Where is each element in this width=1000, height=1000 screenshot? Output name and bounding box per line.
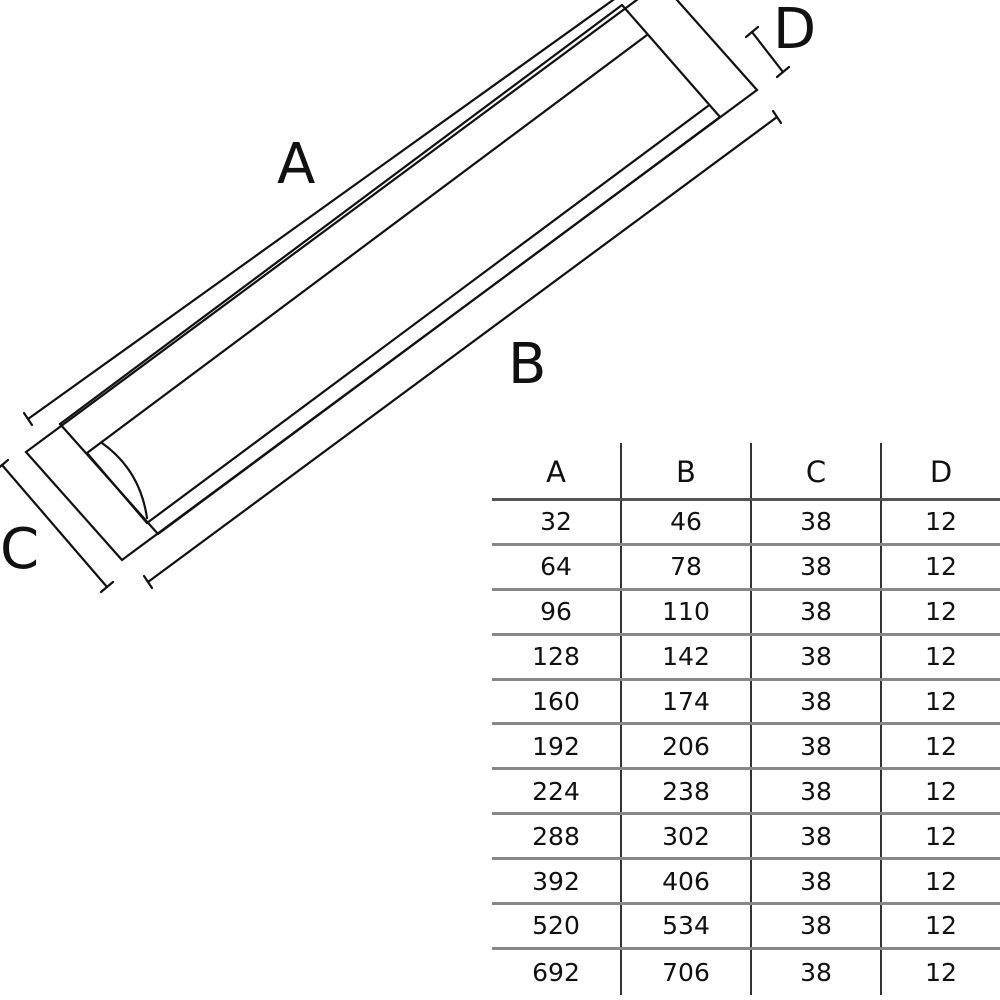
table-header: A B C D [492, 443, 1000, 501]
table-cell-b: 206 [622, 725, 752, 768]
header-b: B [622, 443, 752, 498]
dimension-b-line [142, 109, 783, 590]
table-cell-b: 110 [622, 590, 752, 633]
dimension-b-label: B [508, 332, 547, 397]
table-cell-d: 12 [925, 957, 957, 987]
table-cell-b: 78 [622, 545, 752, 588]
table-cell-c: 38 [752, 725, 882, 768]
header-a: A [492, 443, 622, 498]
dimension-a-label: A [277, 132, 316, 197]
table-cell-d: 12 [925, 687, 957, 716]
table-cell-a: 520 [492, 905, 622, 947]
dimension-a-line [22, 0, 615, 427]
table-cell-c: 38 [752, 501, 882, 543]
dimension-d-label: D [773, 0, 817, 62]
table-cell-c: 38 [752, 590, 882, 633]
table-cell-c: 38 [752, 949, 882, 995]
base-plate-outline [24, 0, 759, 562]
table-cell-a: 128 [492, 635, 622, 678]
table-cell-b: 142 [622, 635, 752, 678]
table-cell-d: 12 [925, 866, 957, 896]
table-cell-a: 692 [492, 949, 622, 995]
handle-top-edge [58, 3, 624, 426]
table-cell-a: 96 [492, 590, 622, 633]
table-cell-b: 706 [622, 949, 752, 995]
table-cell-d: 12 [925, 731, 957, 761]
table-cell-b: 174 [622, 680, 752, 723]
table-cell-d: 12 [925, 821, 957, 851]
table-cell-c: 38 [752, 635, 882, 678]
dimension-d-line [744, 25, 791, 79]
table-cell-a: 160 [492, 680, 622, 723]
table-cell-c: 38 [752, 680, 882, 723]
table-cell-b: 534 [622, 905, 752, 947]
grip-curve [100, 441, 149, 520]
table-cell-c: 38 [752, 860, 882, 903]
table-cell-b: 406 [622, 860, 752, 903]
table-cell-d: 12 [925, 597, 957, 627]
table-cell-b: 302 [622, 815, 752, 858]
table-cell-a: 224 [492, 770, 622, 813]
dimension-c-label: C [0, 517, 40, 582]
table-cell-a: 288 [492, 815, 622, 858]
table-cell-d: 12 [925, 776, 957, 806]
table-cell-d: 12 [925, 642, 957, 672]
table-cell-c: 38 [752, 905, 882, 947]
grip-left-end [85, 451, 149, 525]
table-cell-b: 46 [622, 501, 752, 543]
grip-top-edge [85, 33, 649, 455]
table-cell-a: 64 [492, 545, 622, 588]
table-cell-c: 38 [752, 815, 882, 858]
header-d: D [929, 454, 953, 489]
table-cell-d: 12 [925, 507, 957, 537]
handle-right-end [620, 3, 722, 119]
table-cell-a: 392 [492, 860, 622, 903]
table-cell-c: 38 [752, 770, 882, 813]
table-cell-a: 32 [492, 501, 622, 543]
table-cell-c: 38 [752, 545, 882, 588]
table-cell-d: 12 [925, 552, 957, 582]
table-cell-b: 238 [622, 770, 752, 813]
handle-bottom-edge [156, 115, 722, 536]
header-c: C [752, 443, 882, 498]
grip-bottom-edge [145, 104, 710, 525]
dimension-c-line [0, 458, 115, 594]
table-cell-a: 192 [492, 725, 622, 768]
table-cell-d: 12 [925, 911, 957, 941]
